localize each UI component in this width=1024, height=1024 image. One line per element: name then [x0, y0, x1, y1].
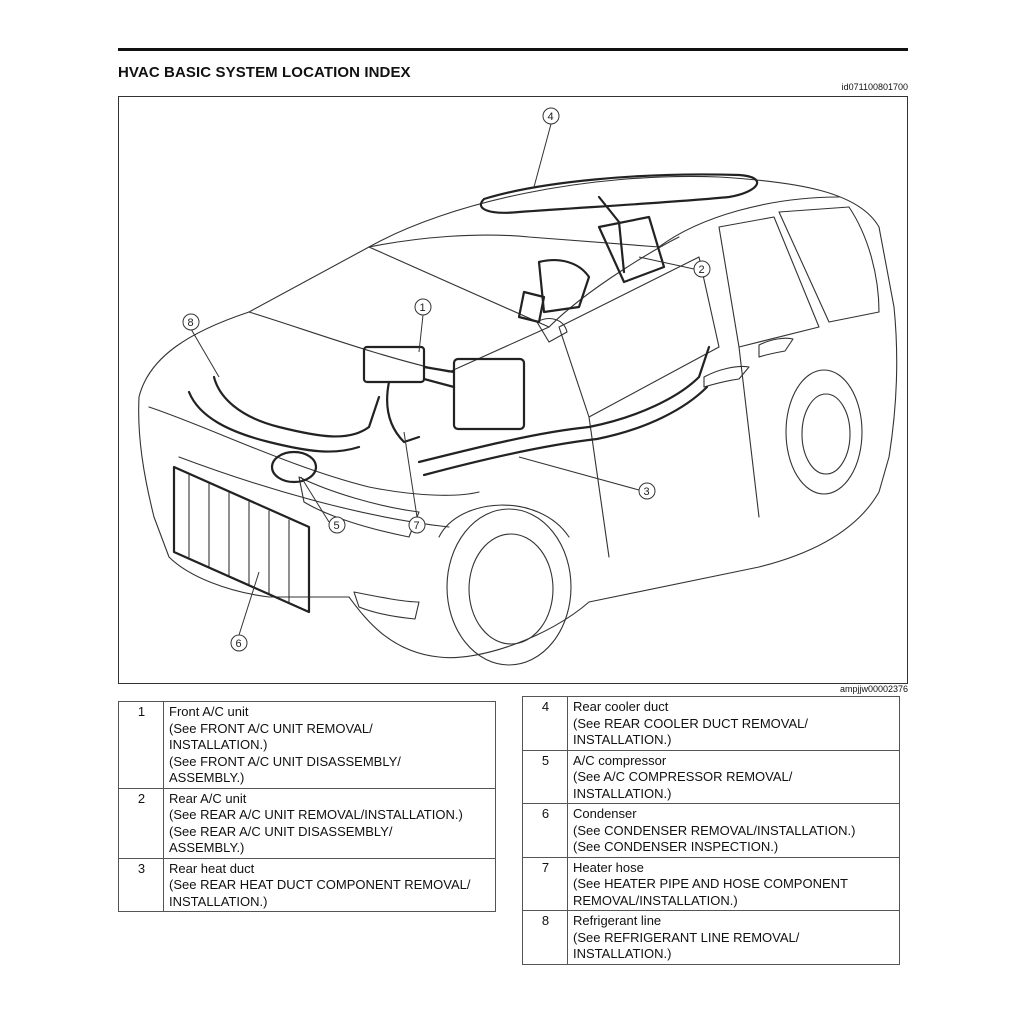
ac-compressor — [270, 450, 318, 484]
legend-reference-line: INSTALLATION.) — [169, 737, 268, 752]
legend-number: 4 — [522, 696, 568, 751]
legend-description: Rear cooler duct(See REAR COOLER DUCT RE… — [567, 696, 900, 751]
callout-4: 4 — [542, 107, 560, 125]
rear-ac-unit — [597, 215, 666, 284]
legend-description: Heater hose(See HEATER PIPE AND HOSE COM… — [567, 856, 900, 911]
callout-8: 8 — [182, 313, 200, 331]
front-door-handle — [703, 365, 750, 388]
legend-number: 5 — [522, 749, 568, 804]
legend-description: Condenser(See CONDENSER REMOVAL/INSTALLA… — [567, 803, 900, 858]
svg-text:3: 3 — [644, 486, 650, 498]
rear-door-window — [718, 216, 820, 348]
legend-reference-line: (See REAR COOLER DUCT REMOVAL/ — [573, 715, 809, 731]
svg-text:2: 2 — [699, 264, 705, 276]
legend-number: 8 — [522, 910, 568, 965]
legend-component-name: Refrigerant line — [573, 913, 662, 928]
rear-heat-duct — [417, 345, 711, 464]
headlight — [298, 476, 420, 538]
legend-number: 3 — [118, 857, 164, 912]
page-title: HVAC BASIC SYSTEM LOCATION INDEX — [118, 64, 411, 81]
callout-5: 5 — [328, 516, 346, 534]
front-ac-unit — [362, 345, 426, 384]
vehicle-diagram-svg: 4 2 3 1 8 5 6 7 — [138, 107, 898, 666]
legend-reference-line: ASSEMBLY.) — [169, 840, 245, 855]
legend-reference-line: (See CONDENSER REMOVAL/INSTALLATION.) — [573, 822, 856, 838]
legend-reference-line: (See FRONT A/C UNIT REMOVAL/ — [169, 720, 373, 736]
legend-number: 1 — [118, 701, 164, 789]
legend-component-name: Condenser — [573, 806, 637, 821]
legend-component-name: A/C compressor — [573, 752, 667, 768]
side-mirror — [536, 318, 568, 343]
hood-line — [148, 406, 480, 496]
callout-2: 2 — [693, 260, 711, 278]
legend-reference-line: (See REAR A/C UNIT REMOVAL/INSTALLATION.… — [169, 807, 463, 822]
quarter-window — [778, 206, 880, 323]
figure-id: ampjjw00002376 — [839, 684, 908, 694]
callout-7: 7 — [408, 516, 426, 534]
legend-reference-line: (See REFRIGERANT LINE REMOVAL/ — [573, 929, 800, 945]
legend-reference-line: REMOVAL/INSTALLATION.) — [573, 892, 738, 908]
legend-reference-line: INSTALLATION.) — [573, 732, 672, 747]
legend-reference-line: INSTALLATION.) — [573, 946, 672, 961]
legend-component-name: Front A/C unit — [169, 704, 249, 719]
front-door-window — [558, 256, 720, 418]
windshield — [248, 236, 680, 373]
legend-reference-line: (See FRONT A/C UNIT DISASSEMBLY/ — [169, 753, 401, 769]
legend-reference-line: (See A/C COMPRESSOR REMOVAL/ — [573, 769, 793, 784]
svg-text:6: 6 — [236, 638, 242, 650]
legend-number: 2 — [118, 787, 164, 859]
legend-number: 6 — [522, 803, 568, 858]
front-wheel — [446, 508, 572, 666]
legend-component-name: Rear heat duct — [169, 860, 255, 876]
legend-description: Rear heat duct(See REAR HEAT DUCT COMPON… — [163, 857, 496, 912]
svg-text:7: 7 — [414, 520, 420, 532]
callout-6: 6 — [230, 634, 248, 652]
legend-component-name: Heater hose — [573, 859, 644, 875]
legend-component-name: Rear A/C unit — [169, 790, 247, 806]
svg-text:5: 5 — [334, 520, 340, 532]
svg-text:1: 1 — [420, 302, 426, 314]
vehicle-illustration: 4 2 3 1 8 5 6 7 — [118, 96, 908, 684]
refrigerant-line — [212, 375, 381, 438]
document-id: id071100801700 — [841, 82, 908, 92]
legend-description: Front A/C unit(See FRONT A/C UNIT REMOVA… — [163, 701, 496, 789]
heater-hose — [386, 380, 421, 444]
fog-light — [353, 591, 420, 620]
legend-reference-line: INSTALLATION.) — [573, 785, 672, 801]
legend-number: 7 — [522, 856, 568, 911]
legend-reference-line: ASSEMBLY.) — [169, 770, 245, 785]
callout-1: 1 — [414, 298, 432, 316]
legend-reference-line: INSTALLATION.) — [169, 893, 268, 909]
svg-text:8: 8 — [188, 317, 194, 329]
callout-3: 3 — [638, 482, 656, 500]
condenser — [172, 465, 311, 614]
svg-text:4: 4 — [548, 111, 554, 123]
legend-reference-line: (See CONDENSER INSPECTION.) — [573, 839, 779, 854]
rear-cooler-duct — [479, 173, 759, 214]
legend-description: Rear A/C unit(See REAR A/C UNIT REMOVAL/… — [163, 787, 496, 859]
legend-description: A/C compressor(See A/C COMPRESSOR REMOVA… — [567, 749, 900, 804]
legend-reference-line: (See REAR A/C UNIT DISASSEMBLY/ — [169, 823, 393, 839]
rear-door-handle — [758, 337, 794, 358]
legend-component-name: Rear cooler duct — [573, 699, 669, 714]
rear-wheel — [785, 369, 863, 495]
car-body-outline — [138, 175, 898, 659]
header-rule — [118, 48, 908, 51]
legend-reference-line: (See HEATER PIPE AND HOSE COMPONENT — [573, 876, 848, 891]
legend-reference-line: (See REAR HEAT DUCT COMPONENT REMOVAL/ — [169, 877, 471, 892]
legend-description: Refrigerant line(See REFRIGERANT LINE RE… — [567, 910, 900, 965]
